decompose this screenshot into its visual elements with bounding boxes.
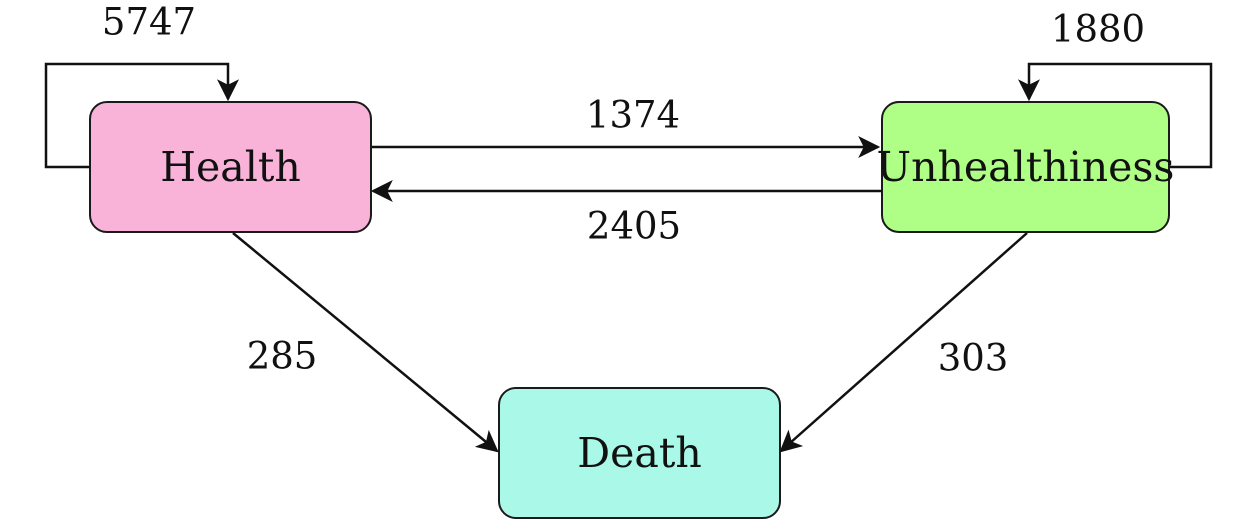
health-node: Health: [89, 101, 372, 233]
unhealthiness-node: Unhealthiness: [877, 101, 1174, 233]
unhealthiness-to-health-count: 2405: [586, 204, 682, 248]
health-self-loop-count: 5747: [101, 0, 197, 44]
unhealthiness-to-death-arrow: [779, 232, 1028, 453]
health-to-death-count: 285: [246, 334, 318, 378]
health-to-unhealthiness-count: 1374: [585, 93, 681, 137]
unhealthiness-self-loop-count: 1880: [1050, 7, 1146, 51]
unhealthiness-to-death-count: 303: [937, 336, 1009, 380]
health-to-death-arrow: [232, 232, 499, 453]
death-node: Death: [498, 387, 781, 519]
unhealthiness-self-loop-arrow: [1018, 62, 1213, 169]
health-self-loop-arrow: [44, 62, 239, 169]
